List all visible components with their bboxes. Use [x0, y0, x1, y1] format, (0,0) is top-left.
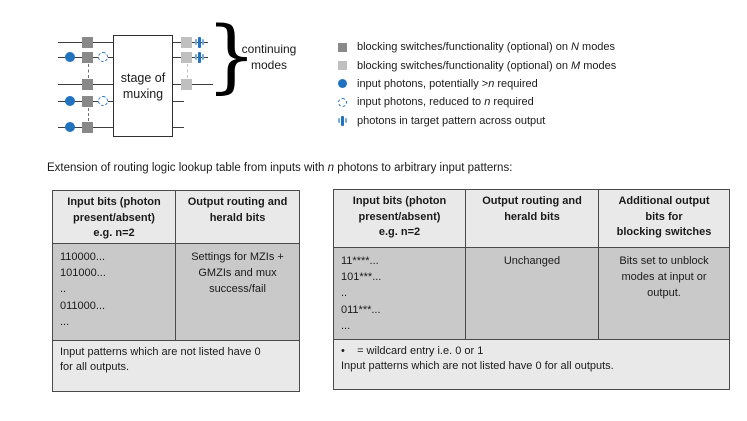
target-pattern-icon [195, 36, 204, 48]
legend-item-label: input photons, potentially >n required [357, 77, 538, 90]
continuing-modes-label: continuing modes [241, 42, 297, 72]
body-cell-blocking-bits: Bits set to unblock modes at input or ou… [619, 255, 709, 300]
blocking-switch-dark-icon [82, 36, 93, 48]
legend-item-label: input photons, reduced to n required [357, 96, 534, 109]
target-pattern-icon [195, 51, 204, 63]
input-photon-icon [65, 96, 75, 106]
blocking-switch-light-icon [181, 51, 192, 63]
reduced-photon-icon [337, 97, 348, 107]
legend-item: input photons, potentially >n required [337, 75, 737, 93]
mux-stage-label: stage of muxing [120, 71, 166, 101]
header-cell-input-bits: Input bits (photon present/absent) e.g. … [53, 191, 176, 243]
routing-table-n-photons: Input bits (photon present/absent) e.g. … [52, 190, 300, 392]
legend-item: blocking switches/functionality (optiona… [337, 56, 737, 74]
legend-item-label: photons in target pattern across output [357, 114, 546, 127]
input-photon-icon [65, 52, 75, 62]
mode-line [173, 84, 213, 86]
dashed-connector [87, 107, 89, 121]
routing-table-arbitrary-patterns: Input bits (photon present/absent) e.g. … [333, 189, 730, 390]
legend-item: input photons, reduced to n required [337, 93, 737, 111]
dashed-connector [186, 63, 188, 78]
body-cell-routing-unchanged: Unchanged [466, 248, 599, 339]
legend-item-label: blocking switches/functionality (optiona… [357, 59, 617, 72]
blocking-switch-light-icon [181, 78, 192, 90]
continuing-modes-brace: } [206, 9, 257, 102]
table-footer-note: • = wildcard entry i.e. 0 or 1 Input pat… [341, 345, 614, 372]
table-footer-note: Input patterns which are not listed have… [60, 346, 261, 373]
legend-item: blocking switches/functionality (optiona… [337, 38, 737, 56]
legend: blocking switches/functionality (optiona… [337, 38, 737, 130]
reduced-photon-icon [98, 52, 108, 62]
body-cell-routing-settings: Settings for MZIs + GMZIs and mux succes… [191, 251, 284, 296]
mode-line [173, 127, 184, 129]
dashed-connector [87, 63, 89, 78]
table-header-row: Input bits (photon present/absent) e.g. … [53, 191, 299, 244]
table-body-row: 11****... 101***... .. 011***... ... Unc… [334, 248, 729, 340]
target-pattern-icon [337, 115, 348, 126]
mux-stage-box: stage of muxing [113, 35, 173, 137]
input-photon-icon [65, 122, 75, 132]
mode-line [173, 101, 184, 103]
table-header-row: Input bits (photon present/absent) e.g. … [334, 190, 729, 248]
blocking-switch-light-icon [181, 36, 192, 48]
table-body-row: 110000... 101000... .. 011000... ... Set… [53, 244, 299, 341]
header-cell-output-routing: Output routing and herald bits [466, 190, 599, 247]
blocking-switch-n-icon [337, 42, 348, 52]
blocking-switch-m-icon [337, 61, 348, 71]
legend-item-label: blocking switches/functionality (optiona… [357, 41, 616, 54]
body-cell-input-patterns: 110000... 101000... .. 011000... ... [53, 244, 176, 340]
input-photon-icon [337, 79, 348, 89]
header-cell-additional-bits: Additional output bits for blocking swit… [616, 195, 712, 238]
header-cell-input-bits: Input bits (photon present/absent) e.g. … [334, 190, 466, 247]
header-cell-output-routing: Output routing and herald bits [187, 196, 288, 224]
caption: Extension of routing logic lookup table … [47, 162, 513, 174]
legend-item: photons in target pattern across output [337, 111, 737, 129]
blocking-switch-dark-icon [82, 51, 93, 63]
body-cell-input-patterns: 11****... 101***... .. 011***... ... [334, 248, 466, 339]
reduced-photon-icon [98, 96, 108, 106]
blocking-switch-dark-icon [82, 121, 93, 133]
blocking-switch-dark-icon [82, 95, 93, 107]
blocking-switch-dark-icon [82, 78, 93, 90]
